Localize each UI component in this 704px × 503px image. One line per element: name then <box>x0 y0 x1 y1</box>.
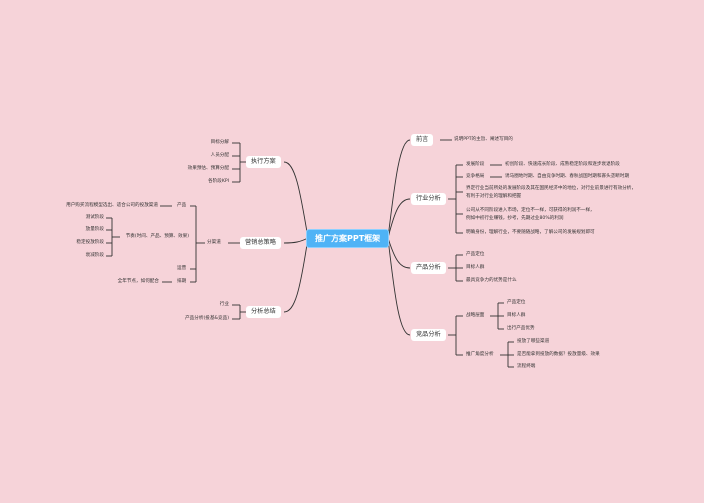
branch-product[interactable]: 产品分析 <box>411 262 446 274</box>
industry-item: 公司从不同阶段进入市场，定位不一样，可获得的利润不一样， <box>466 208 595 213</box>
root-node[interactable]: 推广方案PPT框架 <box>306 229 390 248</box>
execution-item: 人员分配 <box>210 153 229 158</box>
industry-item: 例如中初行业赚钱，抄考，先期过业80%的利润 <box>466 216 564 221</box>
marketing-phase: 衰减阶段 <box>85 253 104 258</box>
marketing-channel: 分渠道 <box>207 240 221 245</box>
marketing-ops: 运营 <box>177 266 187 271</box>
competitor-sub: 战略层面 <box>466 313 485 318</box>
marketing-phase: 测试阶段 <box>85 215 104 220</box>
industry-item: 诱马圈地时期、自由竞争时期、春秋战国时期和寡头垄断时期 <box>505 174 630 179</box>
summary-item: 行业 <box>219 302 229 307</box>
competitor-item: 流程终端 <box>517 364 536 369</box>
summary-item: 产品分析(投基&竞品) <box>185 316 229 321</box>
industry-item: 界定行业当前所处的发展阶段及其在国民经济中的地位，对行业前景进行有效分析， <box>466 186 636 191</box>
marketing-coop-desc: 全年节点，如何配合 <box>117 279 159 284</box>
branch-preface[interactable]: 前言 <box>411 134 434 146</box>
industry-item: 明确身份，理解行业，不要随随战略，了解公司的发展规划即可 <box>466 230 595 235</box>
branch-execution[interactable]: 执行方案 <box>246 156 281 168</box>
marketing-phase: 放量阶段 <box>85 227 104 232</box>
competitor-sub: 推广角度分析 <box>466 352 494 357</box>
industry-item: 有利于对行业的理解和把握 <box>466 194 522 199</box>
execution-item: 各阶段KPI <box>208 179 229 184</box>
industry-item: 竞争格局 <box>466 174 485 179</box>
industry-item: 初创阶段、快速成长阶段、成熟稳定阶段和逐步衰退阶段 <box>505 162 620 167</box>
marketing-product: 产品 <box>177 203 187 208</box>
competitor-item: 出行产品优势 <box>507 326 535 331</box>
marketing-phase: 稳定投放阶段 <box>76 240 104 245</box>
product-item: 最具竞争力的优势是什么 <box>466 278 517 283</box>
competitor-item: 投放了哪些渠道 <box>517 339 550 344</box>
competitor-item: 是否能拿到投放的数据？投放量级、效果 <box>517 352 600 357</box>
industry-item: 发展阶段 <box>466 162 485 167</box>
branch-summary[interactable]: 分析总结 <box>246 306 281 318</box>
competitor-item: 目标人群 <box>507 313 526 318</box>
competitor-item: 产品定位 <box>507 300 526 305</box>
marketing-product-desc: 用户购买流程模型选出、适合公司的投放渠道 <box>66 203 158 208</box>
product-item: 产品定位 <box>466 252 485 257</box>
marketing-coop: 排期 <box>177 279 187 284</box>
execution-item: 目标分解 <box>210 140 229 145</box>
product-item: 目标人群 <box>466 265 485 270</box>
branch-industry[interactable]: 行业分析 <box>411 193 446 205</box>
marketing-rhythm: 节奏(时间、产品、预算、效果) <box>125 234 189 239</box>
branch-competitor[interactable]: 竞品分析 <box>411 329 446 341</box>
branch-marketing[interactable]: 营销总策略 <box>240 237 281 249</box>
preface-item: 说明PPT的主旨、阐述写目的 <box>454 137 513 142</box>
execution-item: 效果预估、预算分配 <box>187 166 229 171</box>
